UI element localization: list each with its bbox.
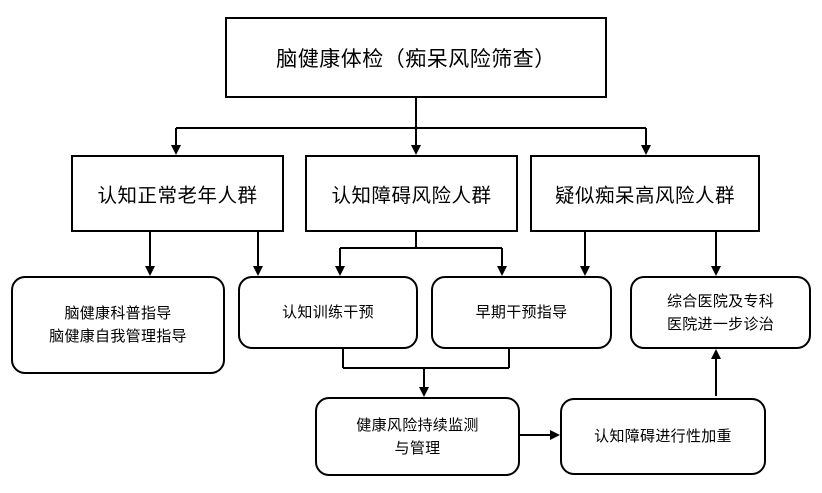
group-normal-box: 认知正常老年人群 <box>71 155 284 232</box>
monitoring-box: 健康风险持续监测 与管理 <box>315 397 520 476</box>
monitoring-line-2: 与管理 <box>394 438 441 457</box>
education-box: 脑健康科普指导 脑健康自我管理指导 <box>11 276 225 374</box>
cognitive-training-box: 认知训练干预 <box>238 276 418 349</box>
hospital-referral-box: 综合医院及专科 医院进一步诊治 <box>630 276 811 349</box>
progression-label: 认知障碍进行性加重 <box>594 427 732 445</box>
monitoring-line-1: 健康风险持续监测 <box>356 415 479 434</box>
group-normal-label: 认知正常老年人群 <box>97 184 258 207</box>
early-intervention-box: 早期干预指导 <box>431 276 612 349</box>
group-suspected-label: 疑似痴呆高风险人群 <box>554 184 735 207</box>
screening-box: 脑健康体检（痴呆风险筛查） <box>225 17 607 98</box>
hospital-referral-line-2: 医院进一步诊治 <box>666 314 775 333</box>
group-risk-label: 认知障碍风险人群 <box>331 184 492 207</box>
screening-box-label: 脑健康体检（痴呆风险筛查） <box>276 46 556 71</box>
education-line-2: 脑健康自我管理指导 <box>49 327 187 345</box>
progression-box: 认知障碍进行性加重 <box>560 398 766 475</box>
education-line-1: 脑健康科普指导 <box>64 304 172 322</box>
group-risk-box: 认知障碍风险人群 <box>305 155 518 232</box>
cognitive-training-label: 认知训练干预 <box>282 303 374 321</box>
hospital-referral-line-1: 综合医院及专科 <box>666 291 775 310</box>
group-suspected-box: 疑似痴呆高风险人群 <box>530 155 760 232</box>
early-intervention-label: 早期干预指导 <box>475 303 568 321</box>
